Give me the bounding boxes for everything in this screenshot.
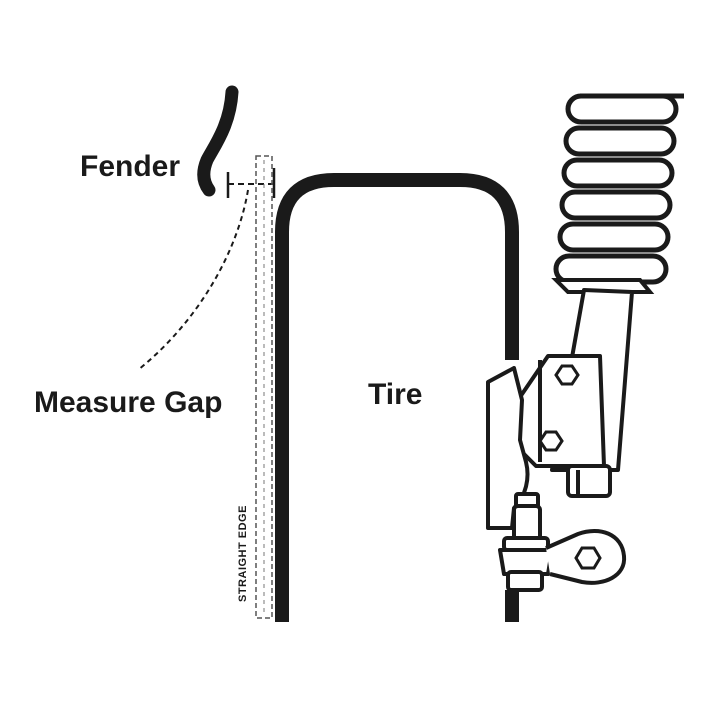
fender-lip <box>197 85 239 197</box>
upper-bolt-icon <box>554 364 580 386</box>
lower-bolt-icon <box>538 430 564 452</box>
control-arm-bolt-icon <box>574 546 602 570</box>
spring-seat <box>551 278 655 294</box>
tire-label: Tire <box>368 378 422 411</box>
fender-label: Fender <box>80 150 180 183</box>
measure-gap-label: Measure Gap <box>34 386 222 419</box>
straight-edge <box>255 155 273 619</box>
steering-knuckle <box>486 366 530 530</box>
measure-gap-leader <box>137 189 249 371</box>
tire-outline <box>275 173 519 622</box>
ball-joint <box>498 492 554 592</box>
gap-measurement <box>226 168 276 198</box>
coil-spring <box>553 93 684 285</box>
straight-edge-label: STRAIGHT EDGE <box>237 505 249 602</box>
